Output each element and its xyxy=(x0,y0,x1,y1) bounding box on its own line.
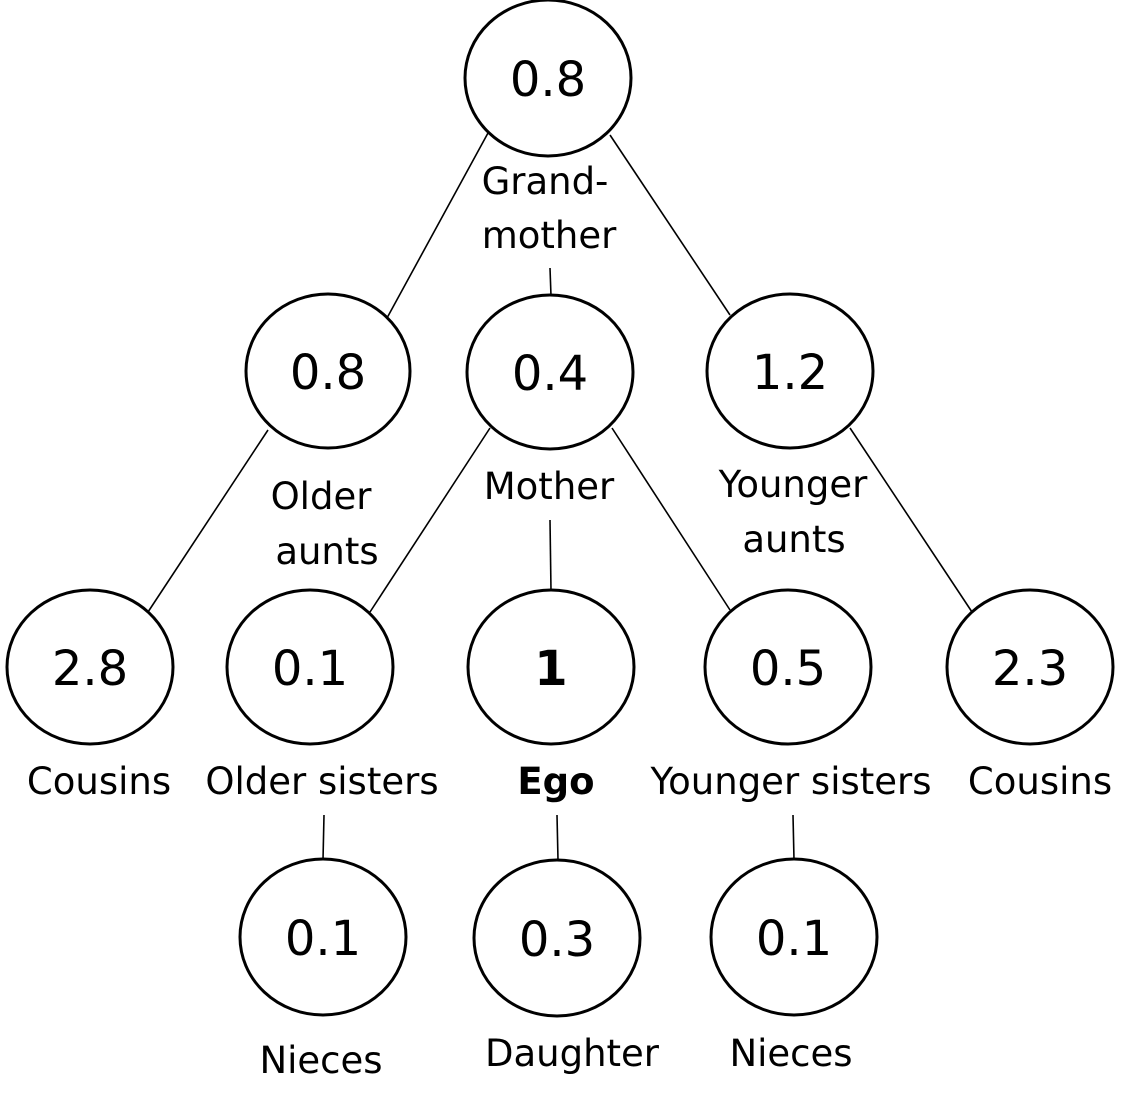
node-circle xyxy=(472,858,642,1018)
edge-grandmother-younger-aunts xyxy=(609,134,731,316)
node-value: 0.1 xyxy=(756,911,832,967)
node-nieces-left: 0.1 Nieces xyxy=(238,857,408,1082)
node-circle xyxy=(244,292,412,450)
node-label: Cousins xyxy=(968,760,1112,803)
edge-mother-younger-sisters xyxy=(611,427,731,611)
node-mother: 0.4 Mother xyxy=(465,293,635,508)
edges xyxy=(147,132,973,861)
node-label: Ego xyxy=(517,760,594,803)
node-circle xyxy=(705,292,875,450)
node-value: 2.3 xyxy=(992,641,1068,697)
node-value: 0.5 xyxy=(750,641,826,697)
node-nieces-right: 0.1 Nieces xyxy=(709,857,879,1075)
edge-grandmother-older-aunts xyxy=(386,132,489,319)
node-label: Daughter xyxy=(485,1032,660,1075)
node-value: 1 xyxy=(534,641,567,697)
node-value: 0.8 xyxy=(510,52,586,108)
node-grandmother: 0.8 Grand- mother xyxy=(463,0,633,257)
node-label: Grand- xyxy=(482,160,609,203)
node-daughter: 0.3 Daughter xyxy=(472,858,660,1075)
node-circle xyxy=(463,0,633,158)
node-label: Nieces xyxy=(729,1032,852,1075)
node-circle xyxy=(945,588,1115,746)
edge-ego-daughter xyxy=(556,814,559,861)
node-circle xyxy=(465,293,635,451)
node-circle xyxy=(238,857,408,1017)
edge-younger-aunts-cousins xyxy=(849,427,973,613)
node-label: Nieces xyxy=(259,1039,382,1082)
node-value: 2.8 xyxy=(52,641,128,697)
node-circle xyxy=(709,857,879,1017)
node-circle xyxy=(466,588,636,746)
node-value: 0.8 xyxy=(290,345,366,401)
node-cousins-left: 2.8 Cousins xyxy=(5,588,175,803)
node-label: mother xyxy=(482,214,617,257)
node-label: Younger xyxy=(718,463,868,506)
node-circle xyxy=(5,588,175,746)
node-value: 0.4 xyxy=(512,346,588,402)
node-ego: 1 Ego xyxy=(466,588,636,803)
node-label: Older xyxy=(271,475,373,518)
node-label: Cousins xyxy=(27,760,171,803)
node-older-sisters: 0.1 Older sisters xyxy=(205,588,439,803)
node-label: Older sisters xyxy=(205,760,438,803)
node-label: aunts xyxy=(275,530,378,573)
node-label: aunts xyxy=(742,518,845,561)
edge-grandmother-mother xyxy=(549,267,552,297)
edge-older-aunts-cousins xyxy=(147,429,269,613)
node-value: 0.1 xyxy=(285,911,361,967)
edge-older-sisters-nieces xyxy=(322,814,325,861)
edge-mother-ego xyxy=(549,519,552,592)
node-label: Younger sisters xyxy=(649,760,931,803)
node-cousins-right: 2.3 Cousins xyxy=(945,588,1115,803)
node-older-aunts: 0.8 Older aunts xyxy=(244,292,412,573)
node-circle xyxy=(703,588,873,746)
node-value: 0.3 xyxy=(519,912,595,968)
node-younger-aunts: 1.2 Younger aunts xyxy=(705,292,875,561)
node-circle xyxy=(225,588,395,746)
edge-younger-sisters-nieces xyxy=(792,814,795,861)
node-younger-sisters: 0.5 Younger sisters xyxy=(649,588,932,803)
edge-mother-older-sisters xyxy=(369,427,491,613)
node-label: Mother xyxy=(484,465,615,508)
node-value: 0.1 xyxy=(272,641,348,697)
node-value: 1.2 xyxy=(752,345,828,401)
